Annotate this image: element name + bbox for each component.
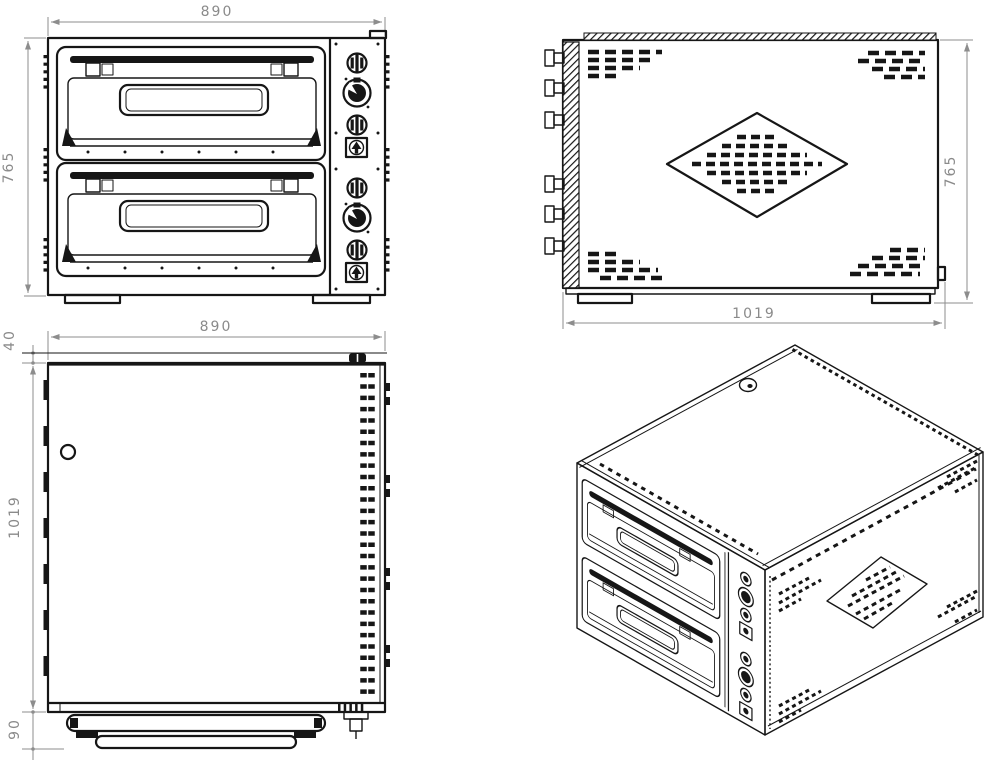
upper-indicator-switch — [344, 136, 369, 159]
side-foot-right — [870, 292, 932, 305]
iso-corner-vents-bottom-left — [778, 688, 822, 724]
top-depth-label: 1019 — [7, 495, 23, 539]
front-view: 890 765 — [1, 4, 390, 305]
front-width-label: 890 — [201, 4, 234, 20]
upper-thermostat-knob — [342, 77, 372, 108]
iso-flue-cap — [738, 377, 758, 393]
lower-selector-knob — [346, 239, 368, 261]
iso-corner-vents-bottom-right — [937, 589, 978, 624]
side-diamond-vent — [665, 111, 849, 219]
front-foot-left — [63, 293, 122, 305]
iso-diamond-vent — [826, 556, 928, 629]
side-front-louver-strip — [562, 41, 580, 289]
isometric-view — [576, 344, 984, 736]
side-corner-vents-bottom-left — [588, 251, 668, 281]
iso-corner-vents-top-left — [778, 576, 822, 613]
top-chimney-outlet — [349, 353, 366, 363]
iso-control-panel — [724, 551, 754, 722]
lower-door-handle — [70, 172, 314, 179]
side-view: 1019 765 — [544, 32, 973, 329]
upper-timer-knob — [346, 52, 368, 74]
side-corner-vents-top-right — [858, 50, 925, 80]
side-foot-left — [576, 292, 634, 305]
lower-door-window — [118, 199, 270, 233]
top-door-handle — [65, 713, 327, 750]
front-dim-height: 765 — [1, 37, 46, 297]
side-dim-height: 765 — [934, 39, 973, 304]
iso-top-face — [576, 344, 984, 571]
front-door-lower — [55, 161, 327, 278]
lower-indicator-switch — [344, 261, 369, 284]
iso-door-lower — [581, 557, 721, 698]
side-corner-vents-bottom-right — [850, 247, 925, 277]
front-foot-right — [311, 293, 372, 305]
front-height-label: 765 — [1, 151, 17, 184]
iso-top-front-louvers — [599, 462, 759, 556]
front-door-upper — [55, 45, 327, 162]
upper-selector-knob — [346, 114, 368, 136]
upper-deck-controls — [342, 52, 372, 159]
side-height-label: 765 — [943, 155, 959, 188]
lower-door-sill-screws — [86, 266, 275, 270]
side-dim-depth: 1019 — [562, 282, 946, 329]
panel-screws — [334, 42, 380, 291]
lower-deck-controls — [342, 177, 372, 284]
lower-timer-knob — [346, 177, 368, 199]
top-width-label: 890 — [200, 319, 233, 335]
top-view: 890 40 1019 90 — [2, 319, 390, 760]
front-dim-width: 890 — [47, 4, 386, 36]
side-depth-label: 1019 — [732, 306, 776, 322]
front-oven-body — [43, 29, 390, 305]
lower-thermostat-knob — [342, 202, 372, 233]
side-rear-fitting — [936, 265, 947, 282]
front-control-panel — [328, 38, 380, 295]
top-dim-rear-offset: 40 — [2, 329, 35, 365]
front-chimney — [368, 29, 388, 40]
iso-front-face — [576, 462, 771, 736]
upper-door-window — [118, 83, 270, 117]
upper-door-handle — [70, 56, 314, 63]
side-top-serration — [583, 32, 937, 41]
iso-top-rear-serration — [791, 348, 982, 458]
top-dim-width: 890 — [47, 319, 386, 360]
side-corner-vents-top-left — [588, 49, 662, 79]
side-body — [561, 32, 947, 305]
iso-door-upper — [581, 479, 721, 620]
top-handle-offset-label: 90 — [7, 718, 23, 740]
top-flue-hole — [59, 443, 77, 461]
upper-door-sill-screws — [86, 150, 275, 154]
top-vent-column — [360, 373, 375, 700]
iso-corner-vents-top-right — [937, 459, 978, 494]
side-knob-profiles — [544, 49, 565, 255]
top-dim-handle-offset: 90 — [7, 710, 64, 760]
top-rear-offset-label: 40 — [2, 329, 18, 351]
top-knob-profile — [343, 711, 369, 739]
top-dim-depth: 1019 — [7, 362, 46, 713]
top-body — [43, 361, 390, 714]
